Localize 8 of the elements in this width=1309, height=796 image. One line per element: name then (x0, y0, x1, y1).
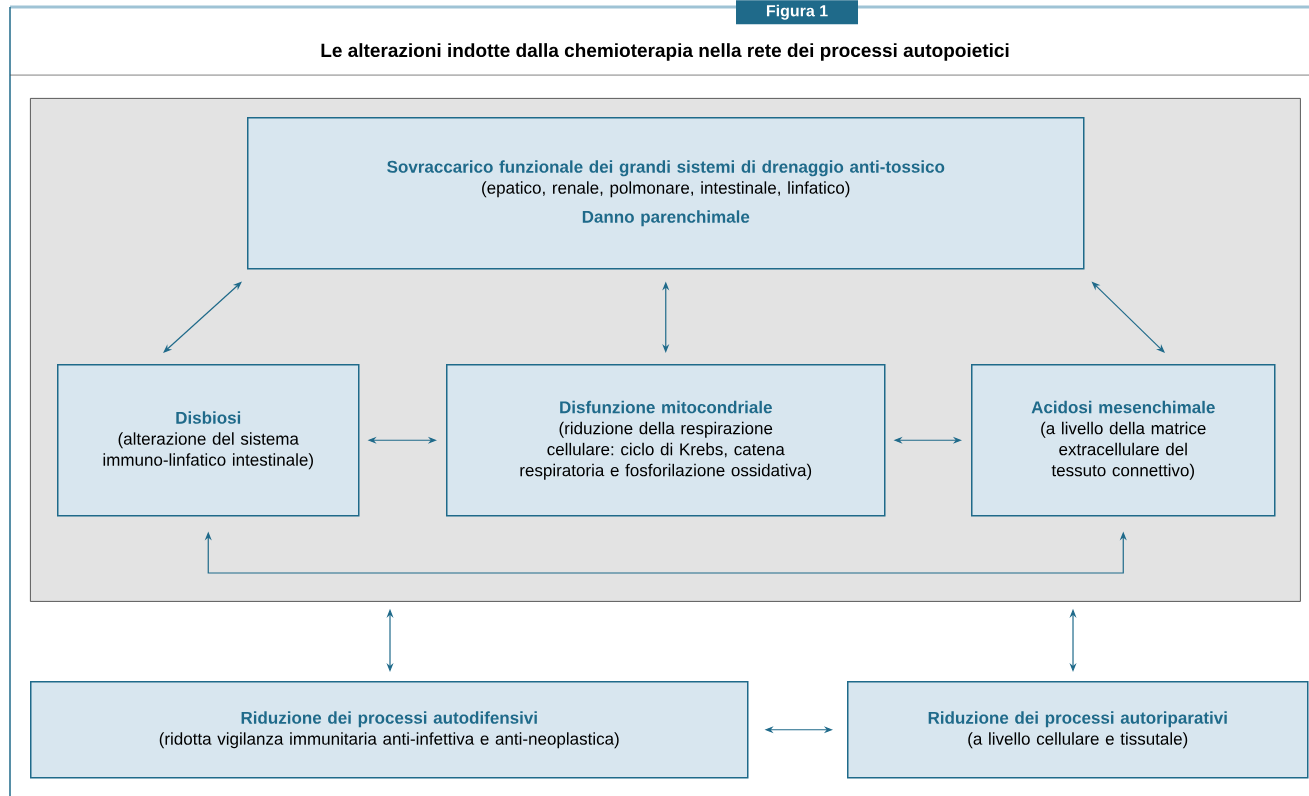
figure-tag: Figura 1 (736, 0, 858, 25)
title: Le alterazioni indotte dalla chemioterapia nella rete dei processi autopoietici (321, 43, 1009, 61)
process-box: Disfunzione mitocondriale (riduzione della respirazione cellulare: ciclo di Krebs, catena respiratoria e fosforilazione ossidativa) (446, 364, 886, 517)
process-box: Riduzione dei processi autodifensivi (ridotta vigilanza immunitaria anti-infettiva e anti-neoplastica) (30, 681, 749, 779)
process-box: Acidosi mesenchimale (a livello della matrice extracellulare del tessuto connettivo) (971, 364, 1276, 517)
process-box: Disbiosi (alterazione del sistema immuno-linfatico intestinale) (57, 364, 360, 517)
process-box: Riduzione dei processi autoriparativi (a livello cellulare e tissutale) (847, 681, 1309, 779)
process-box: Sovraccarico funzionale dei grandi sistemi di drenaggio anti-tossico (epatico, renale, polmonare, intestinale, linfatico) Danno parenchimale (247, 117, 1085, 270)
